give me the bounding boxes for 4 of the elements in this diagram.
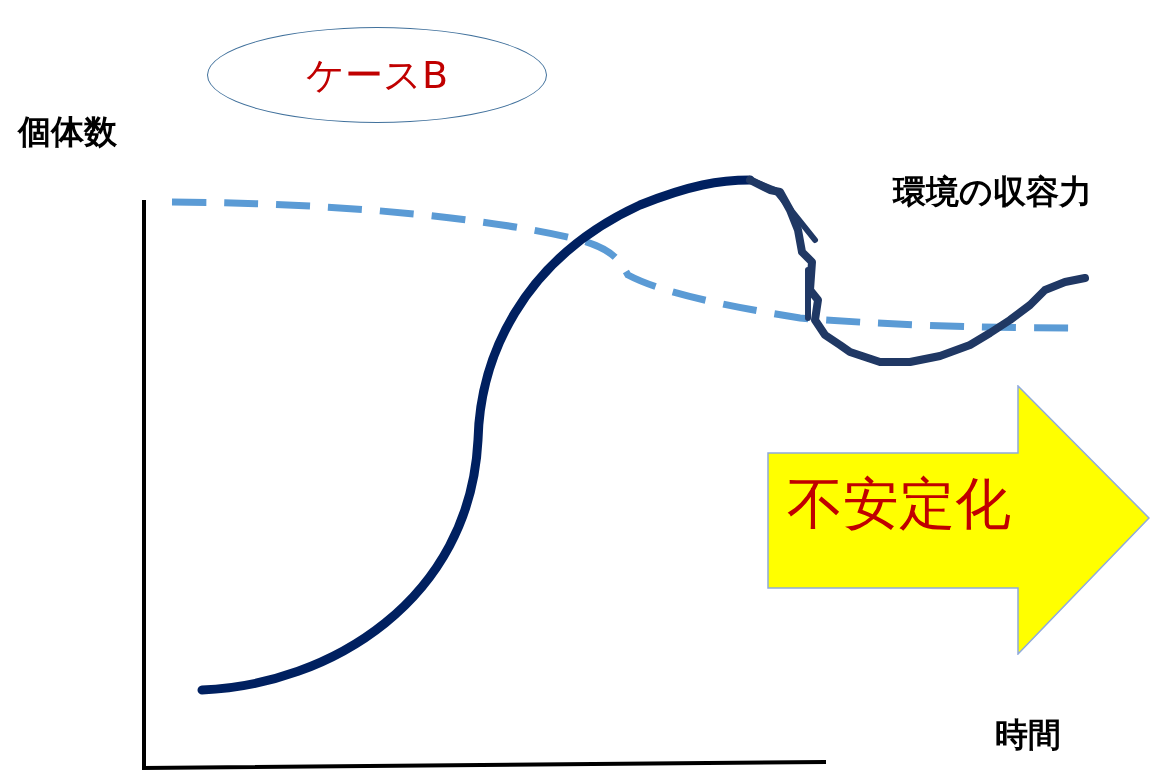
axis-label: 個体数 (18, 115, 117, 148)
axis-label: 時間 (995, 718, 1061, 751)
line-label: 環境の収容力 (893, 175, 1092, 208)
block-arrow: 不安定化 (767, 385, 1150, 655)
